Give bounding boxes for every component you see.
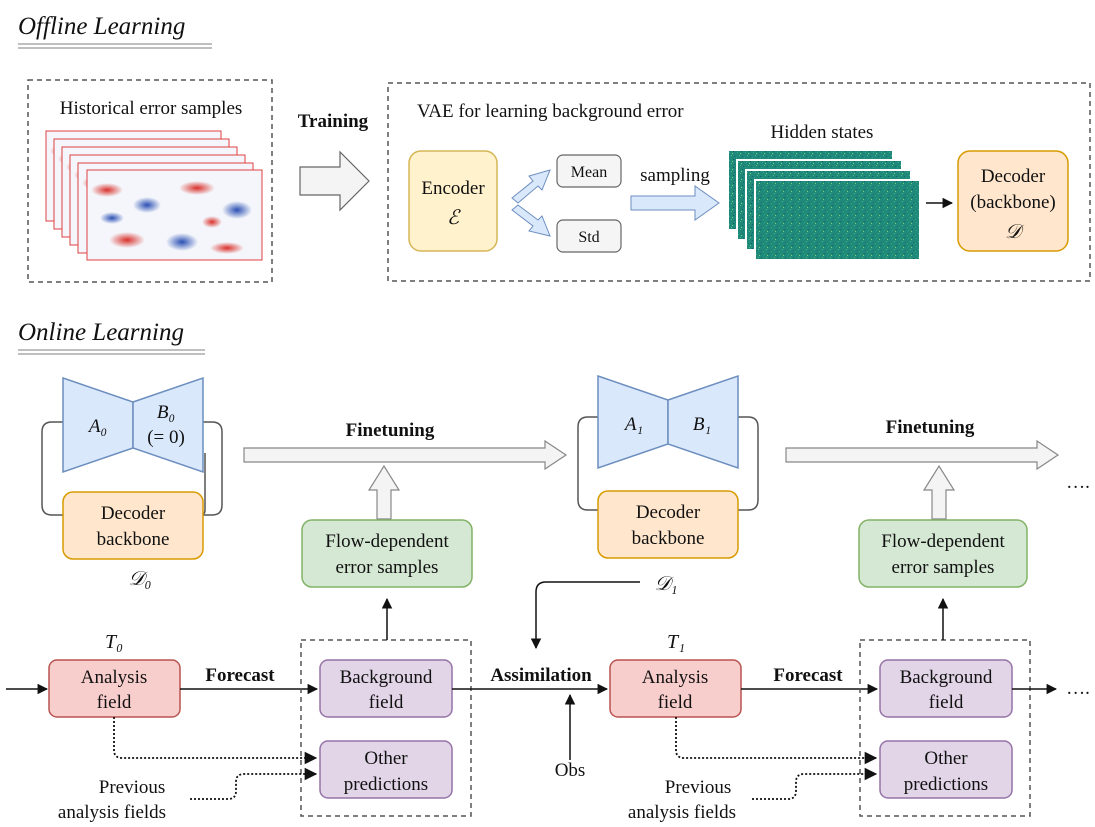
a1-label: A₁ [623,414,643,435]
analysis0-line2: field [97,692,132,713]
previous2-line1: Previous [665,777,732,798]
adapter-b0-block [132,376,204,474]
encoder-symbol: ℰ [447,207,461,229]
other1-line1: Other [364,748,408,769]
finetuning-label-1: Finetuning [346,420,435,441]
other2-line2: predictions [904,774,988,795]
flow1-line2: error samples [336,557,439,578]
vae-box [387,82,1091,282]
previous2-line2: analysis fields [628,802,736,823]
finetuning-label-2: Finetuning [886,417,975,438]
flow2-line2: error samples [892,557,995,578]
sampling-arrow [630,185,720,221]
backbone1-line2: backbone [632,528,705,549]
adapter-b1-block [667,374,739,470]
analysis1-to-other-arrow [675,717,878,765]
flow2-line1: Flow-dependent [881,531,1005,552]
vae-decoder-line2: (backbone) [970,192,1055,213]
b0-note: (= 0) [147,427,185,448]
hidden-states-label: Hidden states [771,122,874,143]
a0-label: A₀ [87,416,107,437]
previous1-line2: analysis fields [58,802,166,823]
forecast-label-2: Forecast [773,665,843,686]
bg1-line2: field [369,692,404,713]
historical-samples-box [27,79,273,283]
backbone0-line2: backbone [97,529,170,550]
finetuning-up-arrow-2 [922,464,956,520]
vae-decoder-symbol: 𝒟 [1005,221,1025,243]
adapter-loop-1-right [729,416,759,511]
encoder-block [408,150,498,252]
obs-label: Obs [555,760,586,781]
bg2-line2: field [929,692,964,713]
flow-samples-2 [858,519,1028,588]
other-predictions-1 [319,740,453,799]
std-arrow [511,204,551,237]
previous2-to-other-arrow [752,767,878,800]
t1-label: T₁ [667,631,685,653]
encoder-label: Encoder [421,178,485,199]
vae-decoder-block [957,150,1069,252]
other2-line1: Other [924,748,968,769]
std-label: Std [578,229,599,246]
analysis0-line1: Analysis [81,667,148,688]
sampling-label: sampling [640,165,710,186]
flow1-line1: Flow-dependent [325,531,449,552]
backbone0-line1: Decoder [101,503,166,524]
online-heading: Online Learning [18,319,184,346]
t0-label: T₀ [105,631,123,653]
forecast-label-1: Forecast [205,665,275,686]
decoder-backbone-1 [597,490,739,559]
offline-heading: Offline Learning [18,13,185,40]
mean-label: Mean [571,164,607,181]
assimilation-label: Assimilation [490,665,592,686]
other1-line2: predictions [344,774,428,795]
training-label: Training [298,111,369,132]
bg1-line1: Background [340,667,433,688]
ellipsis-bottom: …. [1066,678,1090,699]
error-map-stack-image [45,130,263,261]
previous1-line1: Previous [99,777,166,798]
analysis1-line1: Analysis [642,667,709,688]
d0-label: 𝒟₀ [129,568,152,590]
finetuning-arrow-2 [785,439,1060,471]
ellipsis-top: …. [1066,472,1090,493]
analysis1-line2: field [658,692,693,713]
adapter-loop-0-right [195,421,223,516]
mean-box [556,154,622,188]
flow-samples-1 [301,519,473,588]
d1-to-assimilation-arrow [530,581,640,650]
mean-arrow [511,169,551,204]
previous1-to-other-arrow [190,767,318,800]
bg2-line1: Background [900,667,993,688]
adapter-loop-1-left [577,416,606,511]
d1-label: 𝒟₁ [655,573,678,595]
hidden-state-stack-image [727,149,921,261]
backbone1-line1: Decoder [636,502,701,523]
std-box [556,219,622,253]
finetuning-up-arrow-1 [367,464,401,520]
adapter-loop-0-left [41,421,70,516]
prediction-group-1 [300,639,472,817]
decoder-backbone-0 [62,491,204,560]
b0-label: B₀ [157,402,175,423]
prediction-group-2 [859,639,1031,817]
historical-samples-label: Historical error samples [60,98,243,119]
b1-label: B₁ [693,414,711,435]
vae-title: VAE for learning background error [417,101,684,122]
training-arrow [299,150,370,212]
analysis0-to-other-arrow [113,717,318,765]
finetuning-arrow-1 [243,439,568,471]
vae-decoder-line1: Decoder [981,166,1046,187]
other-predictions-2 [879,740,1013,799]
